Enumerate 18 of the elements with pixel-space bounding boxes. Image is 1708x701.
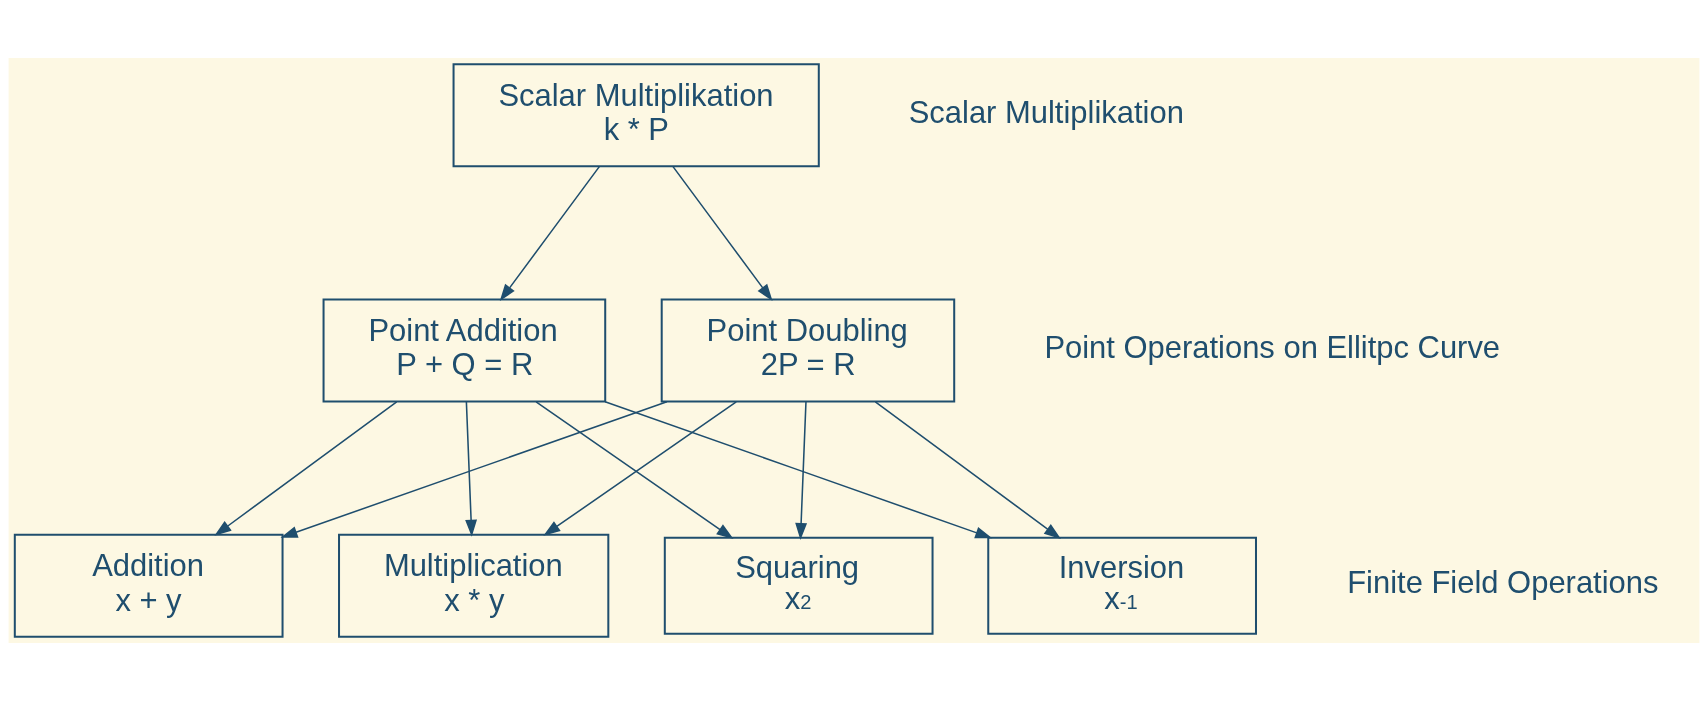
arrow <box>499 165 601 302</box>
arrow <box>874 401 1061 540</box>
node-box: Point Addition P + Q = R <box>322 298 607 403</box>
arrow <box>604 400 993 539</box>
node-box: Scalar Multiplikation k * P <box>452 63 820 168</box>
arrow <box>465 401 478 537</box>
node-box: Multiplication x * y <box>338 533 610 638</box>
node-box: Squaring x2 <box>663 536 934 635</box>
arrow <box>280 400 668 538</box>
label: Scalar Multiplikation <box>908 95 1184 130</box>
arrow <box>795 401 808 540</box>
node-box: Addition x + y <box>13 533 284 638</box>
arrow <box>214 401 398 536</box>
node-box: Point Doubling 2P = R <box>660 298 956 403</box>
node-box: Inversion x-1 <box>987 536 1257 635</box>
label: Finite Field Operations <box>1347 565 1659 601</box>
label: Point Operations on Ellitpc Curve <box>1044 330 1501 366</box>
arrow <box>672 165 773 302</box>
